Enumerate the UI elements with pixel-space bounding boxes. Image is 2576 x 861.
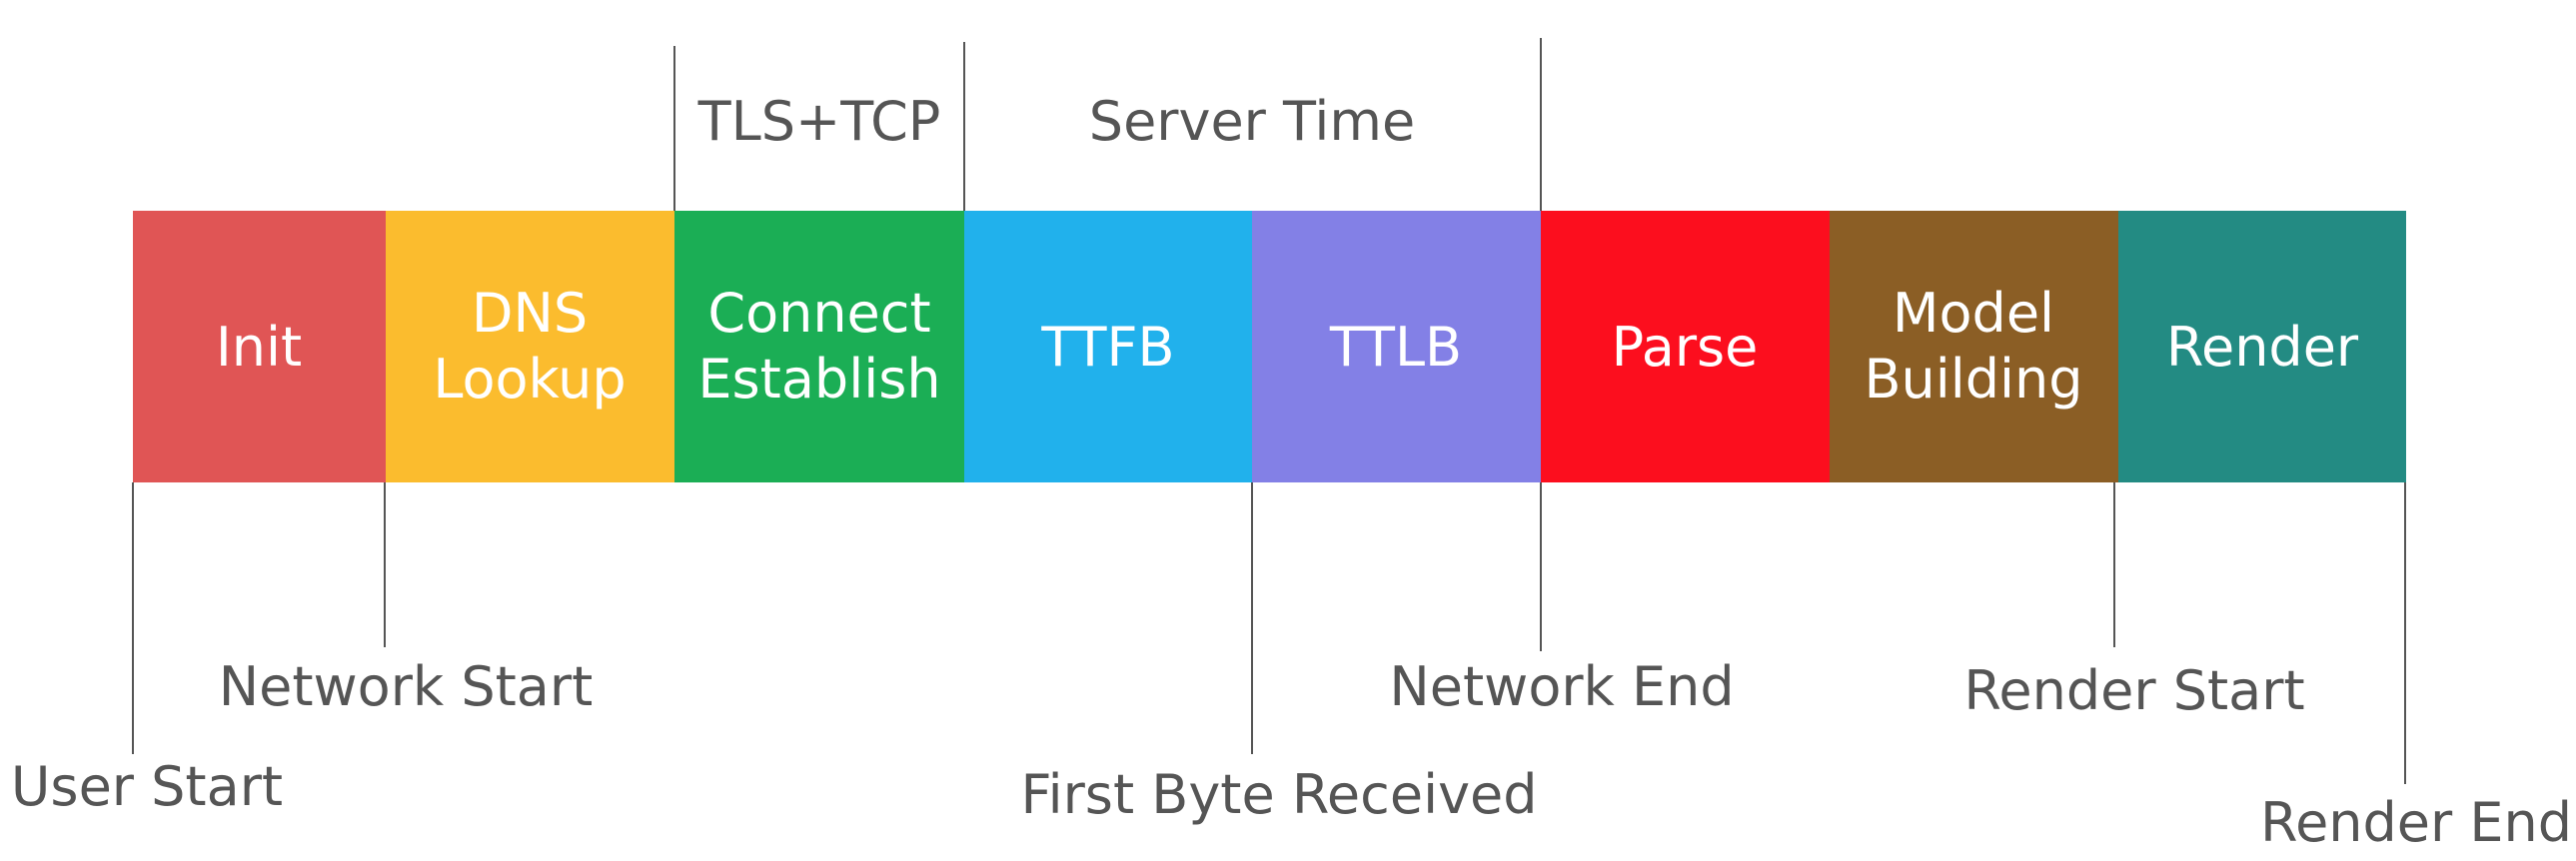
user-start-label: User Start: [11, 755, 283, 818]
segment-label-line: Parse: [1612, 316, 1759, 379]
network-start-label: Network Start: [219, 655, 594, 718]
segment-label-line: TTFB: [1040, 316, 1174, 379]
segment-render: [2118, 211, 2406, 482]
server-time-label: Server Time: [1089, 90, 1415, 153]
render-start-label: Render Start: [1963, 659, 2304, 722]
segment-label-line: Render: [2166, 316, 2359, 379]
segment-label-line: Connect: [707, 282, 930, 345]
segment-init: [133, 211, 386, 482]
tls-tcp-label: TLS+TCP: [697, 90, 941, 153]
segment-dns-lookup: [386, 211, 674, 482]
segment-connect-establish: [674, 211, 964, 482]
segment-label-render: Render: [2166, 316, 2359, 379]
network-end-label: Network End: [1389, 655, 1734, 718]
timeline-segments: [133, 211, 2406, 482]
segment-label-line: Model: [1893, 282, 2054, 345]
segment-label-line: DNS: [472, 282, 588, 345]
bottom-tick-lines: [132, 482, 2406, 784]
segment-label-line: TTLB: [1329, 316, 1462, 379]
render-end-label: Render End: [2260, 791, 2572, 854]
first-byte-received-label: First Byte Received: [1020, 763, 1537, 826]
segment-label-line: Establish: [697, 348, 940, 411]
segment-model-building: [1830, 211, 2118, 482]
segment-label-line: Building: [1864, 348, 2082, 411]
segment-label-line: Init: [216, 316, 302, 379]
segment-label-init: Init: [216, 316, 302, 379]
segment-label-line: Lookup: [433, 348, 626, 411]
segment-parse: [1541, 211, 1830, 482]
segment-ttlb: [1252, 211, 1541, 482]
segment-label-ttlb: TTLB: [1329, 316, 1462, 379]
segment-label-ttfb: TTFB: [1040, 316, 1174, 379]
top-tick-lines: [673, 38, 1542, 211]
segment-ttfb: [964, 211, 1252, 482]
segment-label-parse: Parse: [1612, 316, 1759, 379]
